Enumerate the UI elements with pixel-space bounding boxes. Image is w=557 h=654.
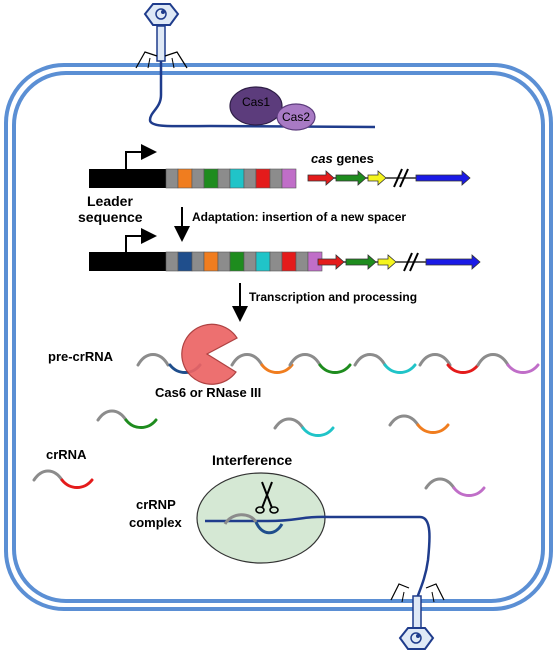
crrna-repeat (388, 414, 420, 427)
crrna-spacer (416, 423, 450, 434)
crrna-repeat (96, 409, 128, 422)
adaptation-label: Adaptation: insertion of a new spacer (192, 210, 406, 224)
cas1-cas2-complex: Cas1 Cas2 (229, 86, 316, 131)
rna-segment (446, 363, 480, 374)
spacer-block (229, 168, 245, 189)
crrnp-label-line2: complex (129, 515, 183, 530)
cas-gene-arrow (415, 170, 471, 186)
gene-break-icon (409, 252, 419, 272)
spacer-block (177, 168, 193, 189)
rna-segment (383, 363, 417, 374)
repeat-block (191, 168, 205, 189)
gene-break-icon (393, 168, 403, 188)
phage-dna-injected (148, 61, 376, 129)
cas-gene-arrows (317, 252, 481, 272)
crrna-repeat (273, 417, 305, 430)
cas2-label: Cas2 (282, 110, 310, 124)
cas-gene-arrow (335, 170, 367, 186)
crispr-locus-2 (89, 228, 481, 272)
cas-gene-arrow (317, 254, 345, 270)
cas-gene-arrows (307, 168, 471, 188)
bent-arrow-icon (125, 144, 157, 169)
spacer-block (177, 251, 193, 272)
crrna-repeat (424, 477, 456, 490)
cas-gene-arrow (345, 254, 377, 270)
spacer-block (255, 251, 271, 272)
cas6-enzyme (181, 323, 238, 385)
bacteriophage-icon-top (135, 3, 188, 69)
pre-crrna-transcript (136, 353, 540, 374)
crrnp-label-line1: crRNP (136, 497, 176, 512)
crispr-array-with-new-spacer (165, 251, 323, 272)
rna-segment (418, 353, 452, 367)
crrna-spacer-in-complex (254, 521, 284, 535)
cas-gene-arrow (307, 170, 335, 186)
transcription-label: Transcription and processing (249, 290, 417, 304)
leader-block (89, 252, 166, 271)
cell-membrane (4, 63, 553, 611)
gene-break-icon (399, 168, 409, 188)
repeat-block (165, 168, 179, 189)
crrna-spacer (301, 426, 335, 437)
spacer-block (229, 251, 245, 272)
cas-gene-arrow (377, 254, 397, 270)
target-phage-dna (205, 515, 431, 599)
gene-break-icon (403, 252, 413, 272)
cas-gene-arrow (367, 170, 387, 186)
crrna-guide-in-complex (223, 513, 258, 525)
leader-sequence-label-line2: sequence (78, 209, 143, 225)
mature-crrnas (32, 409, 486, 497)
bent-arrow-icon (125, 228, 157, 252)
repeat-block (217, 168, 231, 189)
spacer-block (281, 168, 297, 189)
repeat-block (269, 251, 283, 272)
leader-block (89, 169, 166, 188)
crrna-spacer (452, 486, 486, 497)
spacer-block (203, 168, 219, 189)
cas1-label: Cas1 (242, 95, 270, 109)
cas-genes-label: cas genes (311, 151, 374, 166)
interference-label: Interference (212, 452, 292, 468)
spacer-block (203, 251, 219, 272)
scissors-icon (255, 481, 279, 514)
spacer-block (281, 251, 297, 272)
crispr-locus-1 (89, 144, 471, 189)
crrna-spacer (60, 478, 94, 489)
crrna-repeat (32, 469, 64, 482)
rna-segment (260, 363, 294, 374)
spacer-block (255, 168, 271, 189)
rna-segment (318, 363, 352, 374)
crrna-label: crRNA (46, 447, 87, 462)
rna-segment (506, 363, 540, 374)
rna-segment (288, 353, 322, 367)
repeat-block (243, 251, 257, 272)
crispr-array (165, 168, 297, 189)
cas-gene-arrow (425, 254, 481, 270)
repeat-block (269, 168, 283, 189)
rna-segment (136, 353, 170, 367)
cas6-label: Cas6 or RNase III (155, 385, 261, 400)
repeat-block (295, 251, 309, 272)
bacteriophage-icon-bottom (390, 583, 445, 650)
rna-segment (353, 353, 387, 367)
rna-segment (230, 353, 264, 367)
repeat-block (191, 251, 205, 272)
repeat-block (165, 251, 179, 272)
repeat-block (243, 168, 257, 189)
rna-segment (476, 353, 510, 367)
pre-crrna-label: pre-crRNA (48, 349, 114, 364)
crrna-spacer (124, 418, 158, 429)
repeat-block (217, 251, 231, 272)
leader-sequence-label-line1: Leader (87, 193, 133, 209)
